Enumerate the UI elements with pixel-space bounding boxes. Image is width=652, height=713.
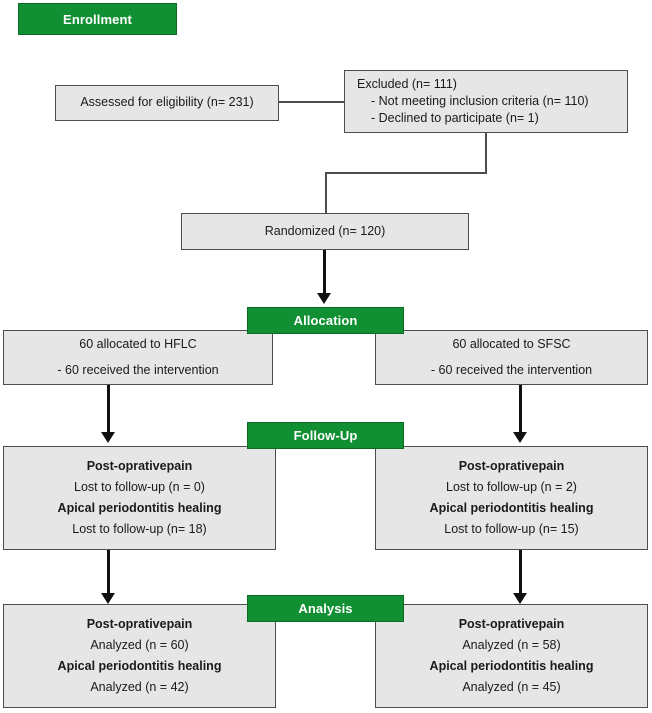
followup-left-value-2: Lost to follow-up (n= 18) xyxy=(72,522,207,537)
analysis-right-value-2: Analyzed (n = 45) xyxy=(462,680,561,695)
box-followup-right: Post-oprativepain Lost to follow-up (n =… xyxy=(375,446,648,550)
allocation-left-line-1: 60 allocated to HFLC xyxy=(79,336,197,351)
followup-right-value-1: Lost to follow-up (n = 2) xyxy=(446,479,577,494)
arrow-allocation-right-shaft xyxy=(519,385,522,436)
analysis-left-heading-2: Apical periodontitis healing xyxy=(57,659,222,673)
connector-elbow-to-randomized xyxy=(325,172,327,214)
box-assessed-for-eligibility: Assessed for eligibility (n= 231) xyxy=(55,85,279,121)
assessed-for-eligibility-text: Assessed for eligibility (n= 231) xyxy=(80,95,254,110)
analysis-right-heading-1: Post-oprativepain xyxy=(458,616,565,631)
allocation-right-line-2: - 60 received the intervention xyxy=(430,363,593,377)
randomized-text: Randomized (n= 120) xyxy=(264,223,386,238)
analysis-right-value-1: Analyzed (n = 58) xyxy=(462,637,561,652)
analysis-left-value-2: Analyzed (n = 42) xyxy=(90,680,189,695)
box-analysis-left: Post-oprativepain Analyzed (n = 60) Apic… xyxy=(3,604,276,708)
arrow-allocation-right-head xyxy=(513,432,527,443)
followup-left-value-1: Lost to follow-up (n = 0) xyxy=(74,479,205,494)
arrow-followup-left-shaft xyxy=(107,550,110,598)
analysis-left-heading-1: Post-oprativepain xyxy=(86,616,193,631)
stage-label-allocation-text: Allocation xyxy=(293,313,358,328)
stage-label-followup-text: Follow-Up xyxy=(293,428,358,443)
arrow-randomized-to-allocation-head xyxy=(317,293,331,304)
box-analysis-right: Post-oprativepain Analyzed (n = 58) Apic… xyxy=(375,604,648,708)
box-allocation-left: 60 allocated to HFLC - 60 received the i… xyxy=(3,330,273,385)
connector-excluded-down xyxy=(485,133,487,174)
arrow-followup-right-head xyxy=(513,593,527,604)
followup-left-heading-2: Apical periodontitis healing xyxy=(57,501,222,515)
followup-right-value-2: Lost to follow-up (n= 15) xyxy=(444,522,579,537)
excluded-title: Excluded (n= 111) xyxy=(357,76,457,91)
allocation-left-line-2: - 60 received the intervention xyxy=(57,363,219,377)
stage-label-analysis: Analysis xyxy=(247,595,404,622)
stage-label-allocation: Allocation xyxy=(247,307,404,334)
stage-label-analysis-text: Analysis xyxy=(298,601,353,616)
analysis-left-value-1: Analyzed (n = 60) xyxy=(90,637,189,652)
arrow-allocation-left-head xyxy=(101,432,115,443)
connector-assessed-to-excluded xyxy=(279,101,345,103)
box-allocation-right: 60 allocated to SFSC - 60 received the i… xyxy=(375,330,648,385)
stage-label-enrollment-text: Enrollment xyxy=(63,11,132,27)
followup-right-heading-1: Post-oprativepain xyxy=(458,458,565,473)
arrow-followup-right-shaft xyxy=(519,550,522,598)
box-randomized: Randomized (n= 120) xyxy=(181,213,469,250)
stage-label-enrollment: Enrollment xyxy=(18,3,177,35)
arrow-allocation-left-shaft xyxy=(107,385,110,436)
allocation-right-line-1: 60 allocated to SFSC xyxy=(452,336,571,351)
arrow-followup-left-head xyxy=(101,593,115,604)
excluded-reason-declined: - Declined to participate (n= 1) xyxy=(371,111,539,126)
arrow-randomized-to-allocation-shaft xyxy=(323,250,326,297)
stage-label-followup: Follow-Up xyxy=(247,422,404,449)
followup-left-heading-1: Post-oprativepain xyxy=(86,458,193,473)
box-followup-left: Post-oprativepain Lost to follow-up (n =… xyxy=(3,446,276,550)
followup-right-heading-2: Apical periodontitis healing xyxy=(429,501,594,515)
excluded-reason-not-meeting-criteria: - Not meeting inclusion criteria (n= 110… xyxy=(371,93,589,108)
analysis-right-heading-2: Apical periodontitis healing xyxy=(429,659,594,673)
connector-excluded-left xyxy=(325,172,487,174)
box-excluded: Excluded (n= 111) - Not meeting inclusio… xyxy=(344,70,628,133)
